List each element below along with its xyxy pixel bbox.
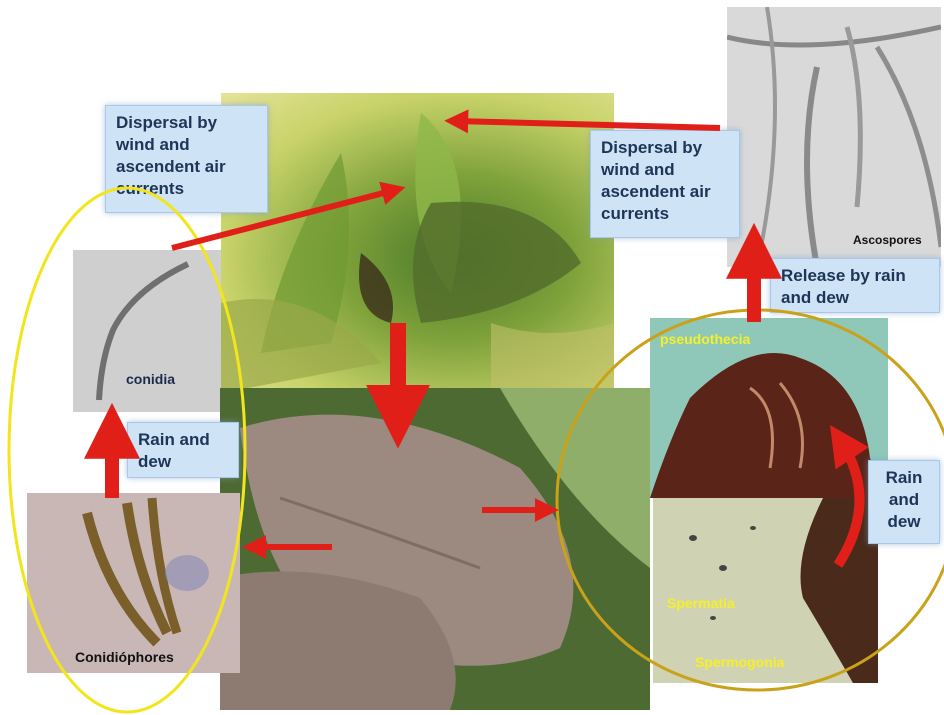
conidia-photo: conidia — [73, 250, 221, 412]
conidiophores-illustration — [27, 493, 240, 673]
conidia-illustration — [73, 250, 221, 412]
pseudothecia-photo: pseudothecia — [650, 318, 888, 498]
release-callout: Release by rain and dew — [770, 258, 940, 313]
infected-leaf-photo — [220, 388, 650, 710]
banana-leaves-illustration — [221, 93, 614, 393]
pseudothecia-label: pseudothecia — [660, 331, 750, 347]
conidiophores-label: Conidióphores — [75, 649, 174, 665]
rain-dew-callout-right: Rain and dew — [868, 460, 940, 544]
spermatia-label: Spermatia — [667, 595, 735, 611]
ascospores-label: Ascospores — [853, 233, 922, 247]
conidiophores-photo: Conidióphores — [27, 493, 240, 673]
dispersal-callout-right: Dispersal by wind and ascendent air curr… — [590, 130, 740, 238]
dispersal-callout-left: Dispersal by wind and ascendent air curr… — [105, 105, 268, 213]
infected-leaf-illustration — [220, 388, 650, 710]
banana-plant-photo — [221, 93, 614, 393]
conidia-label: conidia — [126, 371, 175, 387]
spermogonia-photo: Spermatia Spermogonia — [653, 498, 878, 683]
ascospores-illustration — [727, 7, 941, 267]
spermogonia-label: Spermogonia — [695, 654, 784, 670]
ascospores-photo: Ascospores — [727, 7, 941, 267]
rain-dew-callout-left: Rain and dew — [127, 422, 239, 478]
